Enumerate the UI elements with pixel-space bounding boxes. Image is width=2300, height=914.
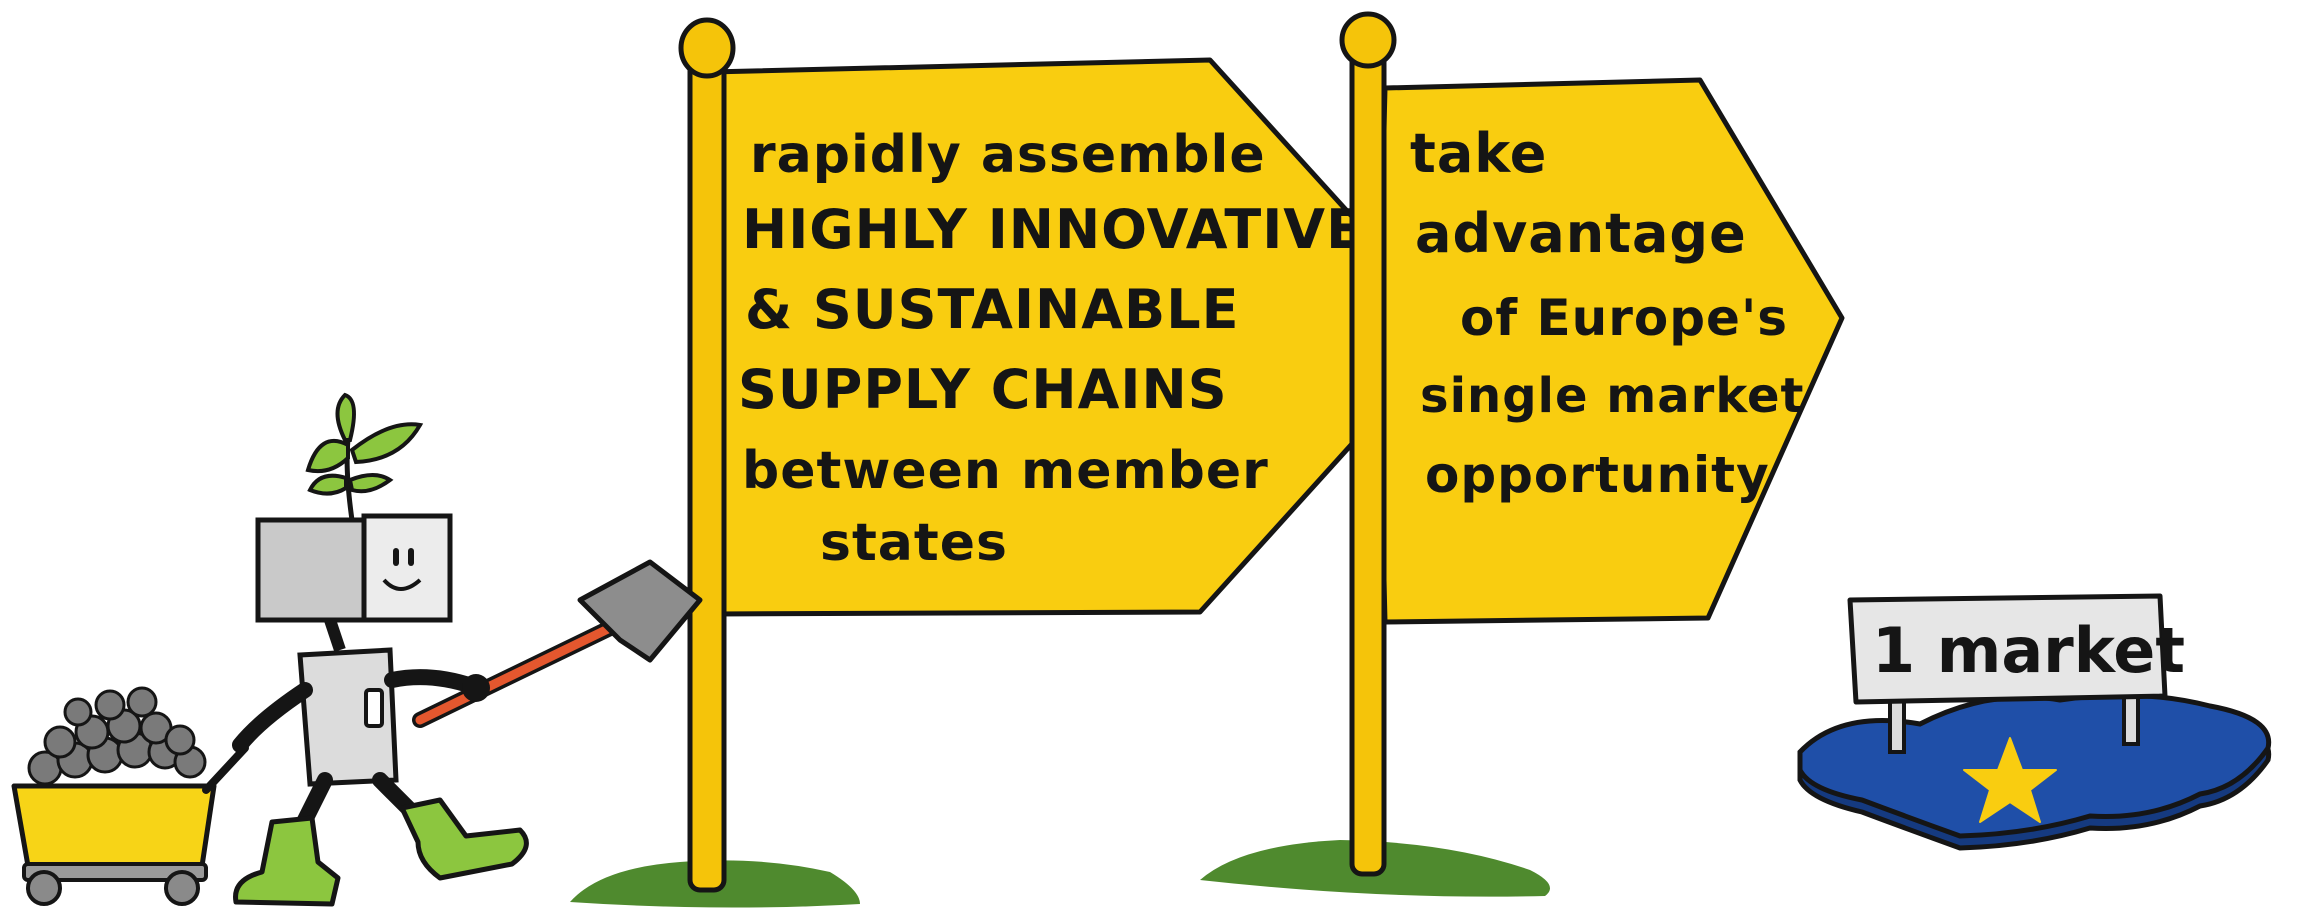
- sign-right-line-5: opportunity: [1425, 446, 1770, 504]
- sign-right-line-1: take: [1410, 122, 1547, 185]
- boot-left-icon: [233, 815, 341, 907]
- signpost-left: rapidly assemble HIGHLY INNOVATIVE & SUS…: [678, 17, 1458, 893]
- cart-base: [22, 862, 208, 882]
- plaque-label: 1 market: [1872, 614, 2185, 687]
- robot-gardener-icon: [232, 392, 703, 907]
- cart-body: [11, 783, 217, 869]
- pole-knob-right: [1339, 11, 1397, 69]
- pole-left: [687, 49, 727, 893]
- robot-arm-front: [384, 669, 480, 694]
- robot-eye-left: [393, 548, 399, 566]
- sign-left-line-1: rapidly assemble: [750, 125, 1266, 185]
- pole-knob-left: [678, 17, 736, 79]
- robot-hand: [462, 674, 490, 702]
- shovel-icon: [412, 559, 703, 728]
- robot-head: [255, 513, 453, 623]
- sign-right-line-3: of Europe's: [1460, 289, 1788, 347]
- rock-pile: [27, 686, 207, 786]
- boot-right-icon: [399, 797, 529, 881]
- sprout-icon: [305, 392, 424, 521]
- eu-map-icon: [1797, 692, 2272, 851]
- robot-smile: [382, 578, 422, 591]
- ore-cart-icon: [11, 686, 249, 906]
- sign-right-line-4: single market: [1420, 368, 1804, 424]
- star-icon: [1963, 737, 2057, 823]
- market-plaque: 1 market: [1847, 593, 2185, 754]
- cart-wheel-right: [164, 870, 200, 906]
- signpost-right: take advantage of Europe's single market…: [1339, 11, 1845, 877]
- sign-left-line-6: states: [820, 513, 1008, 573]
- sign-left-line-3: & SUSTAINABLE: [745, 278, 1240, 341]
- sign-left-line-4: SUPPLY CHAINS: [738, 358, 1228, 421]
- pole-right: [1349, 45, 1387, 877]
- sign-left-line-5: between member: [742, 441, 1269, 501]
- robot-arm-back: [232, 682, 313, 753]
- sign-right-line-2: advantage: [1415, 202, 1747, 265]
- sign-left-line-2: HIGHLY INNOVATIVE: [742, 198, 1364, 261]
- cart-handle: [202, 744, 249, 794]
- robot-eye-right: [408, 548, 414, 566]
- cart-wheel-left: [26, 870, 62, 906]
- robot-torso: [297, 647, 399, 787]
